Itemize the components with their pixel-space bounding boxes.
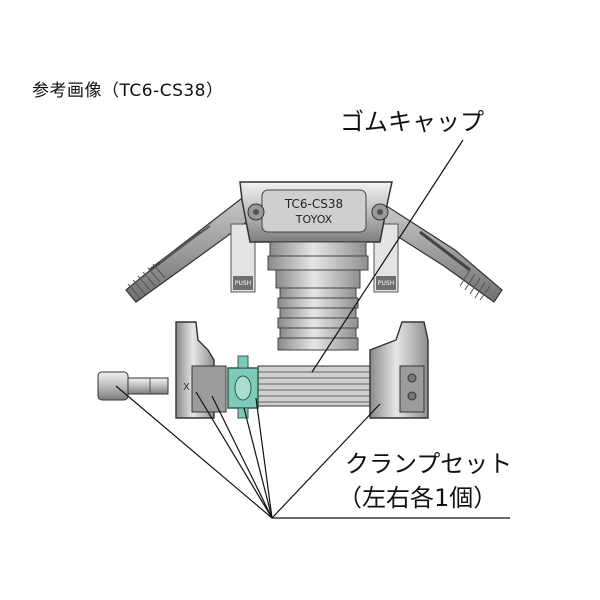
right-clamp-leader-line xyxy=(271,403,381,519)
green-cap-ring xyxy=(227,355,259,419)
right-push-label: PUSH xyxy=(378,280,394,287)
leader-lines xyxy=(115,139,510,519)
bolt-leader-line xyxy=(115,385,273,519)
body-brand-marking: TOYOX xyxy=(295,213,333,226)
right-cam-lever xyxy=(377,204,503,303)
green-ring-leader-line xyxy=(243,407,273,519)
rubber-cap-leader-line xyxy=(311,139,464,373)
reference-image-label: 参考画像（TC6-CS38） xyxy=(32,81,224,101)
rubber-cap xyxy=(257,365,377,407)
body-model-marking: TC6-CS38 xyxy=(284,197,343,211)
svg-text:X: X xyxy=(183,382,190,393)
left-clamp-leader-line-2 xyxy=(211,395,273,519)
left-clamp-half: X xyxy=(175,321,227,419)
hose-shank xyxy=(267,241,369,351)
coupler-body: TC6-CS38 TOYOX xyxy=(239,181,393,243)
left-clamp-leader-line xyxy=(195,391,273,519)
cap-ring-leader-line xyxy=(255,397,273,519)
rubber-cap-callout: ゴムキャップ xyxy=(340,108,484,136)
right-clamp-half xyxy=(369,321,429,419)
clamp-bolt xyxy=(97,371,169,401)
left-push-label: PUSH xyxy=(235,280,251,287)
clamp-set-quantity-callout: （左右各1個） xyxy=(338,484,498,512)
clamp-set-callout: クランプセット xyxy=(345,450,513,478)
shank-ridges xyxy=(277,287,359,351)
